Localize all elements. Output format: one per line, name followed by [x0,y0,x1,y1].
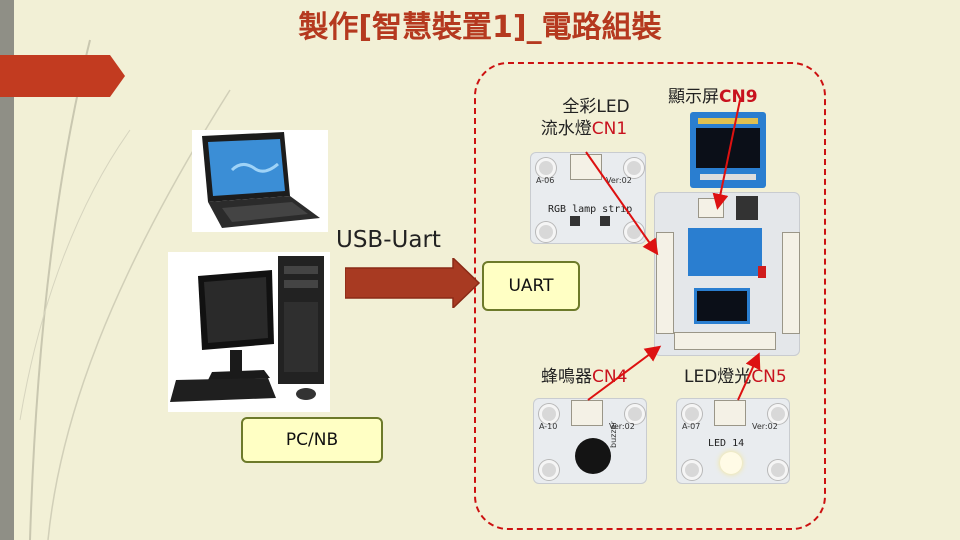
laptop-image [192,130,328,232]
usb-uart-arrow [345,258,481,308]
uart-label: UART [482,261,580,311]
rgb-led-label: 全彩LED 流水燈CN1 [536,96,656,140]
page-title: 製作[智慧裝置1]_電路組裝 [298,10,662,45]
buzzer-board: A-10 Ver:02 buzzer [533,398,647,484]
display-cn: CN9 [719,87,758,107]
buzzer-cn: CN4 [592,367,628,387]
rgb-led-label-line2: 流水燈CN1 [512,118,656,140]
buzzer-board-ver: Ver:02 [609,422,635,431]
led-board-id: A-07 [682,422,701,431]
rgb-led-name: 流水燈 [540,119,592,139]
buzzer-name: 蜂鳴器 [541,367,592,387]
rgb-led-cn: CN1 [591,119,628,139]
rgb-board-id: A-06 [536,176,555,185]
red-tab-arrow [0,55,125,97]
main-control-board [654,192,800,356]
led-name: LED燈光 [684,367,752,387]
pc-nb-label: PC/NB [241,417,383,463]
led-cn: CN5 [751,367,787,387]
desktop-pc-image [168,252,330,412]
device-group-dashed-boundary [474,62,826,530]
led-board-ver: Ver:02 [752,422,778,431]
rgb-strip-board: A-06 Ver:02 RGB lamp strip [530,152,646,244]
rgb-led-label-line1: 全彩LED [562,97,630,117]
buzzer-label: 蜂鳴器CN4 [541,366,627,388]
usb-uart-label: USB-Uart [336,227,441,253]
oled-display-module [690,112,766,188]
led-board: A-07 Ver:02 LED 14 [676,398,790,484]
rgb-board-ver: Ver:02 [606,176,632,185]
left-edge-strip [0,0,14,540]
display-label: 顯示屏CN9 [668,86,758,108]
display-name: 顯示屏 [668,87,719,107]
buzzer-board-word: buzzer [609,421,618,448]
led-board-word: LED 14 [708,438,745,449]
buzzer-board-id: A-10 [539,422,558,431]
led-label: LED燈光CN5 [684,366,787,388]
rgb-board-strip-text: RGB lamp strip [548,204,633,215]
